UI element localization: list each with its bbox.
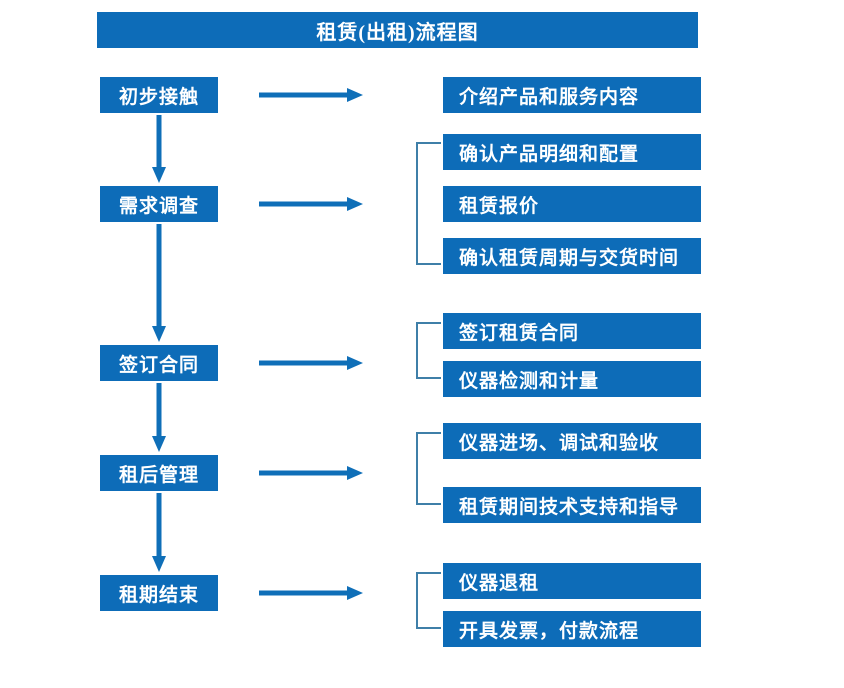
vertical-arrow-3-to-4 [152, 383, 166, 452]
chart-title-banner: 租赁(出租)流程图 [97, 12, 698, 48]
stage-box-3[interactable]: 签订合同 [100, 345, 218, 381]
detail-box-5-1[interactable]: 仪器退租 [443, 563, 701, 599]
detail-box-2-1[interactable]: 确认产品明细和配置 [443, 134, 701, 170]
group-bracket-5 [414, 572, 442, 629]
detail-box-5-2[interactable]: 开具发票，付款流程 [443, 611, 701, 647]
horizontal-arrow-4 [259, 466, 363, 480]
vertical-arrow-2-to-3 [152, 224, 166, 342]
stage-box-5[interactable]: 租期结束 [100, 575, 218, 611]
detail-box-2-3[interactable]: 确认租赁周期与交货时间 [443, 238, 701, 274]
horizontal-arrow-3 [259, 356, 363, 370]
horizontal-arrow-5 [259, 586, 363, 600]
detail-box-4-2[interactable]: 租赁期间技术支持和指导 [443, 487, 701, 523]
detail-box-3-1[interactable]: 签订租赁合同 [443, 313, 701, 349]
detail-box-1-1[interactable]: 介绍产品和服务内容 [443, 77, 701, 113]
group-bracket-3 [414, 322, 442, 379]
detail-box-2-2[interactable]: 租赁报价 [443, 186, 701, 222]
horizontal-arrow-2 [259, 197, 363, 211]
group-bracket-2 [414, 142, 442, 265]
vertical-arrow-1-to-2 [152, 115, 166, 183]
stage-box-4[interactable]: 租后管理 [100, 455, 218, 491]
group-bracket-4 [414, 432, 442, 505]
vertical-arrow-4-to-5 [152, 493, 166, 572]
horizontal-arrow-1 [259, 88, 363, 102]
detail-box-4-1[interactable]: 仪器进场、调试和验收 [443, 423, 701, 459]
stage-box-2[interactable]: 需求调查 [100, 186, 218, 222]
stage-box-1[interactable]: 初步接触 [100, 77, 218, 113]
detail-box-3-2[interactable]: 仪器检测和计量 [443, 361, 701, 397]
